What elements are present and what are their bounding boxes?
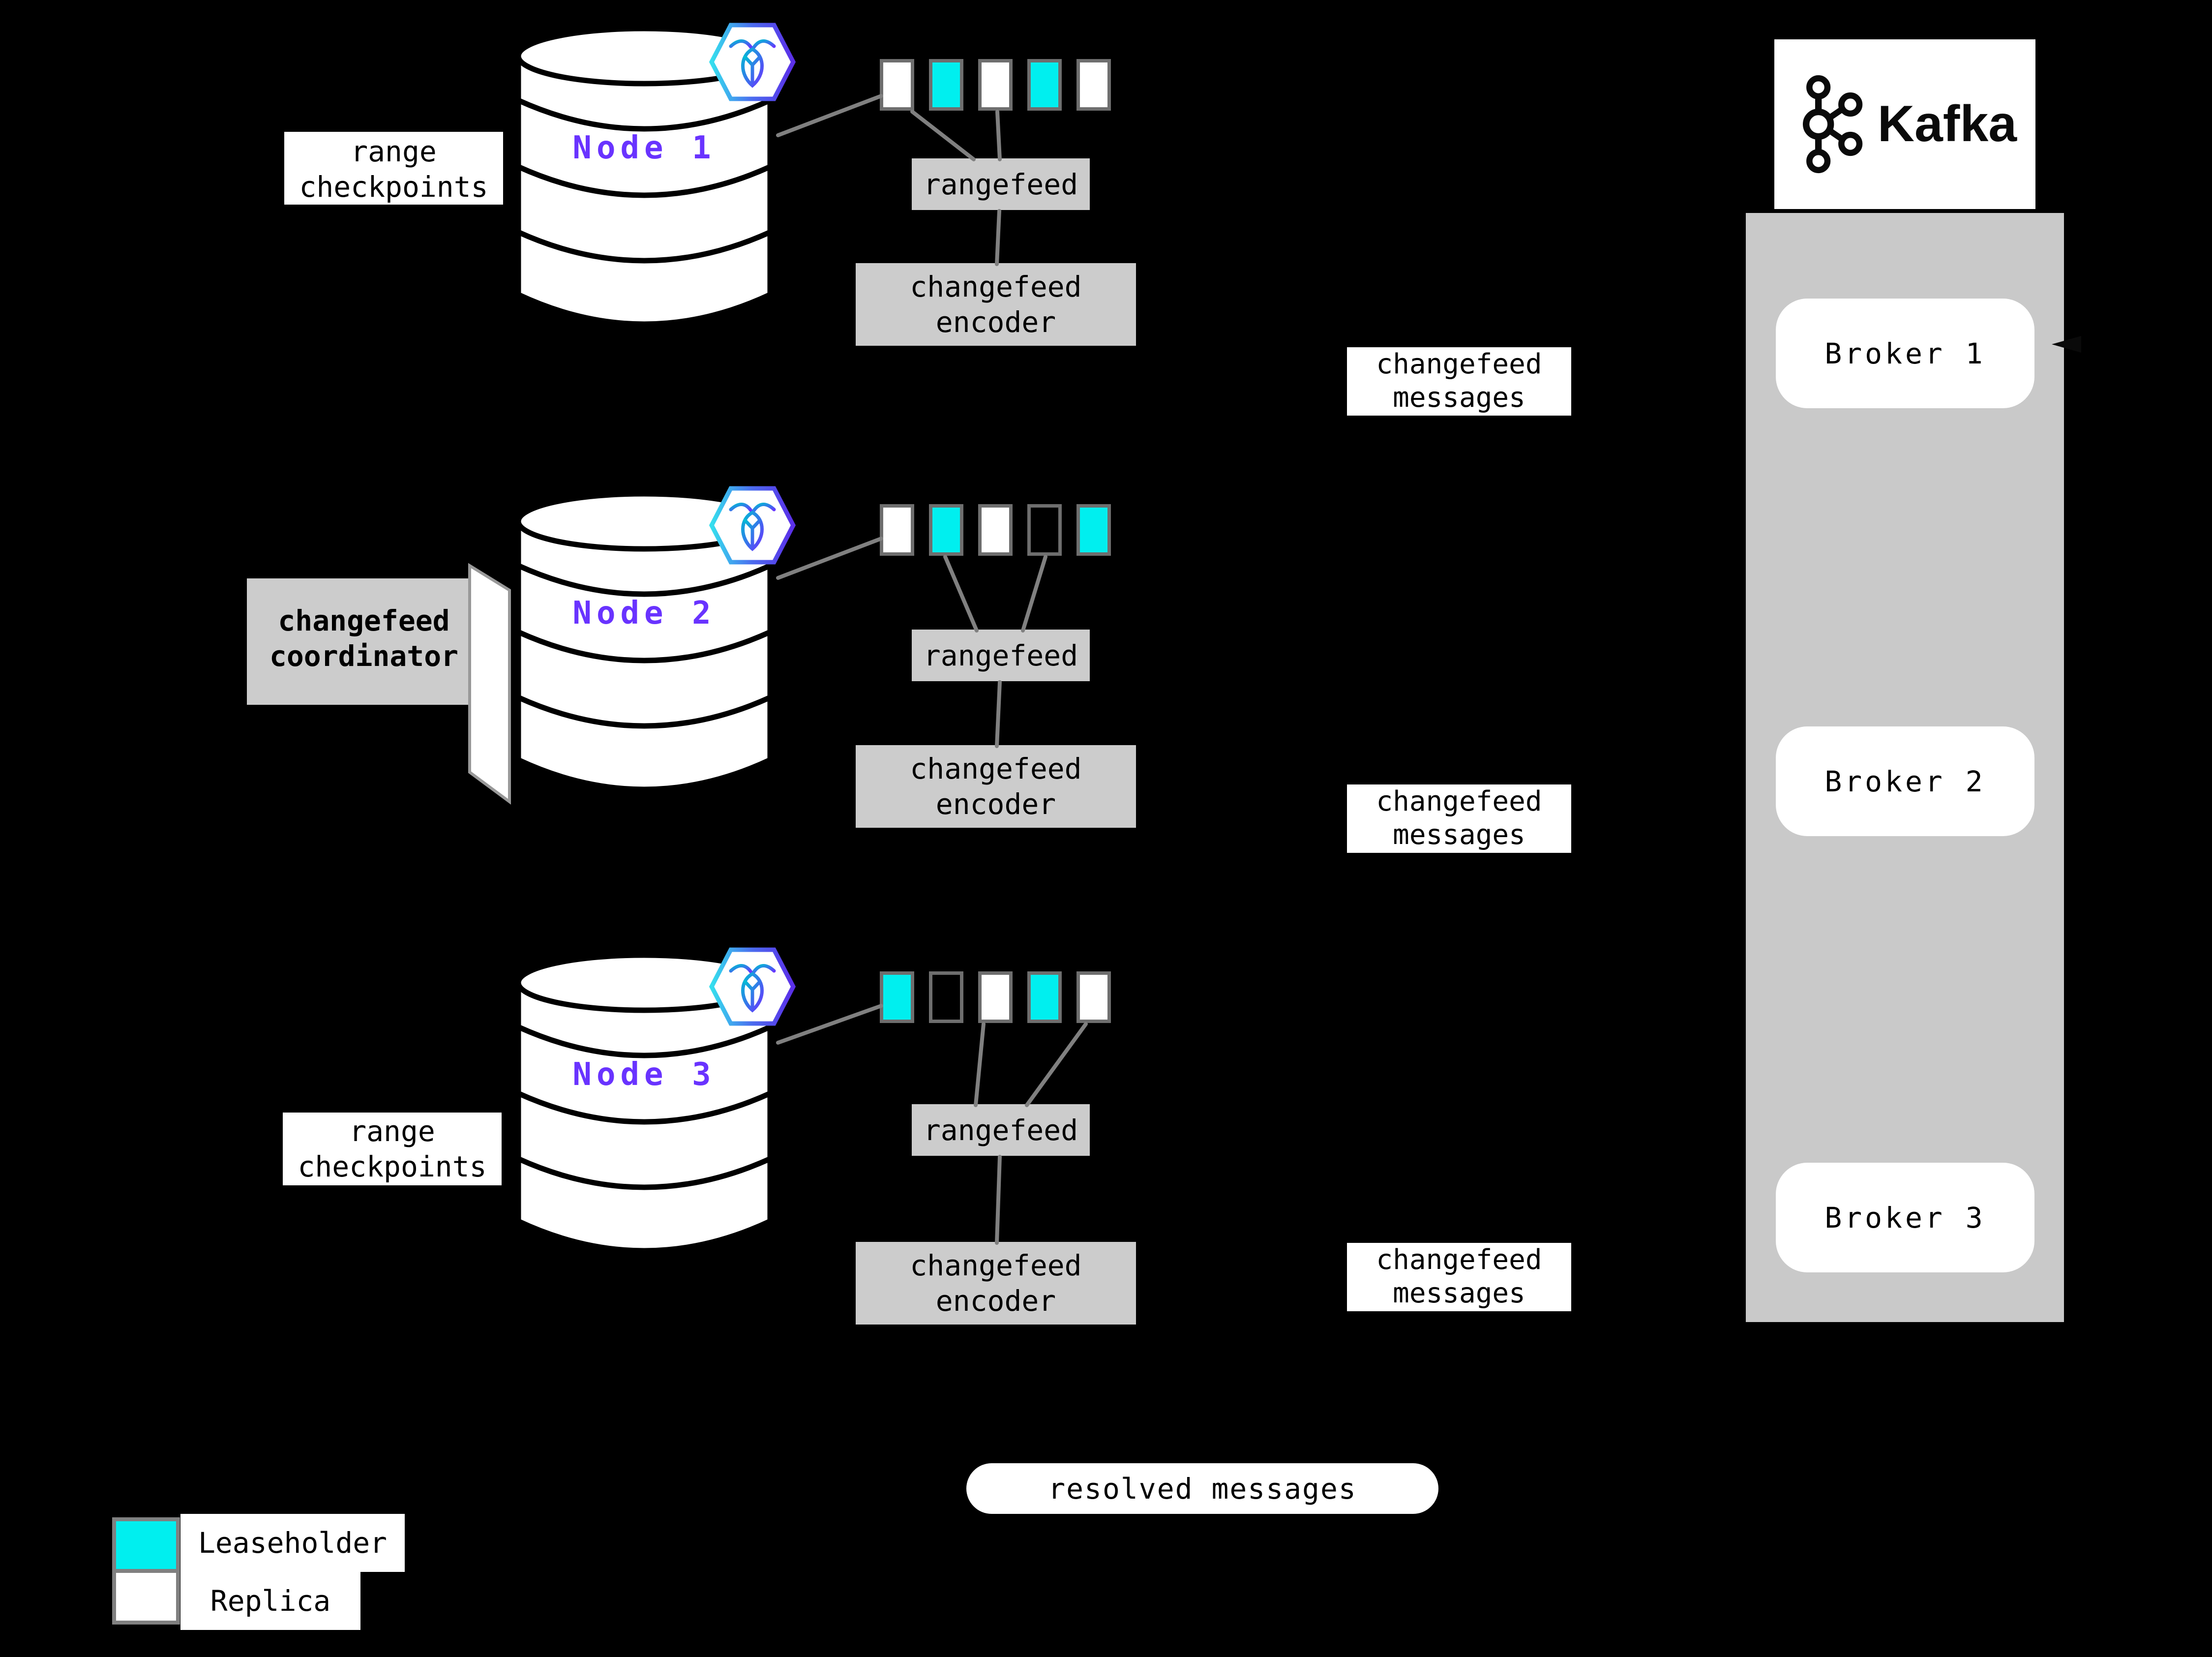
rangefeed-box-node3: rangefeed — [912, 1104, 1090, 1156]
range-box — [978, 971, 1013, 1023]
kafka-icon — [1802, 75, 1863, 174]
range-box — [1076, 504, 1111, 556]
coordinator-flag — [468, 563, 511, 805]
legend-swatch-stack — [112, 1517, 180, 1625]
range-checkpoints-label-node3: range checkpoints — [283, 1113, 502, 1185]
range-box — [978, 504, 1013, 556]
changefeed-encoder-box-node3: changefeed encoder — [856, 1242, 1136, 1325]
node2-label: Node 2 — [572, 595, 716, 632]
range-box — [1076, 971, 1111, 1023]
node3-label: Node 3 — [572, 1056, 716, 1093]
replica-swatch — [116, 1573, 176, 1621]
leaseholder-swatch — [116, 1521, 176, 1569]
legend-label-leaseholder: Leaseholder — [180, 1514, 405, 1572]
node1-cylinder — [515, 27, 773, 327]
resolved-messages-pill: resolved messages — [966, 1463, 1438, 1514]
changefeed-coordinator-box: changefeed coordinator — [247, 578, 481, 705]
range-box — [880, 59, 914, 111]
rangefeed-box-node2: rangefeed — [912, 630, 1090, 681]
node2-cylinder — [515, 492, 773, 792]
node3-cylinder — [515, 953, 773, 1254]
broker-3: Broker 3 — [1776, 1163, 2034, 1272]
broker-1: Broker 1 — [1776, 299, 2034, 408]
range-box — [1027, 504, 1062, 556]
range-box — [880, 971, 914, 1023]
rangefeed-box-node1: rangefeed — [912, 158, 1090, 210]
range-box — [978, 59, 1013, 111]
changefeed-messages-label-3: changefeed messages — [1347, 1243, 1571, 1311]
cockroachdb-icon — [709, 23, 796, 101]
range-box — [880, 504, 914, 556]
node1-label: Node 1 — [572, 130, 716, 166]
cockroachdb-icon — [709, 947, 796, 1026]
range-box — [1076, 59, 1111, 111]
kafka-title: Kafka — [1877, 95, 2017, 152]
legend-label-replica: Replica — [180, 1572, 360, 1630]
range-box — [1027, 971, 1062, 1023]
kafka-logo-box: Kafka — [1774, 39, 2035, 209]
range-checkpoints-label-node1: range checkpoints — [284, 132, 503, 205]
changefeed-encoder-box-node2: changefeed encoder — [856, 745, 1136, 828]
changefeed-encoder-box-node1: changefeed encoder — [856, 263, 1136, 346]
changefeed-messages-label-1: changefeed messages — [1347, 347, 1571, 416]
range-box — [929, 971, 963, 1023]
range-box — [929, 59, 963, 111]
range-box — [1027, 59, 1062, 111]
broker-2: Broker 2 — [1776, 726, 2034, 836]
changefeed-messages-label-2: changefeed messages — [1347, 784, 1571, 853]
range-box — [929, 504, 963, 556]
cockroachdb-icon — [709, 486, 796, 565]
